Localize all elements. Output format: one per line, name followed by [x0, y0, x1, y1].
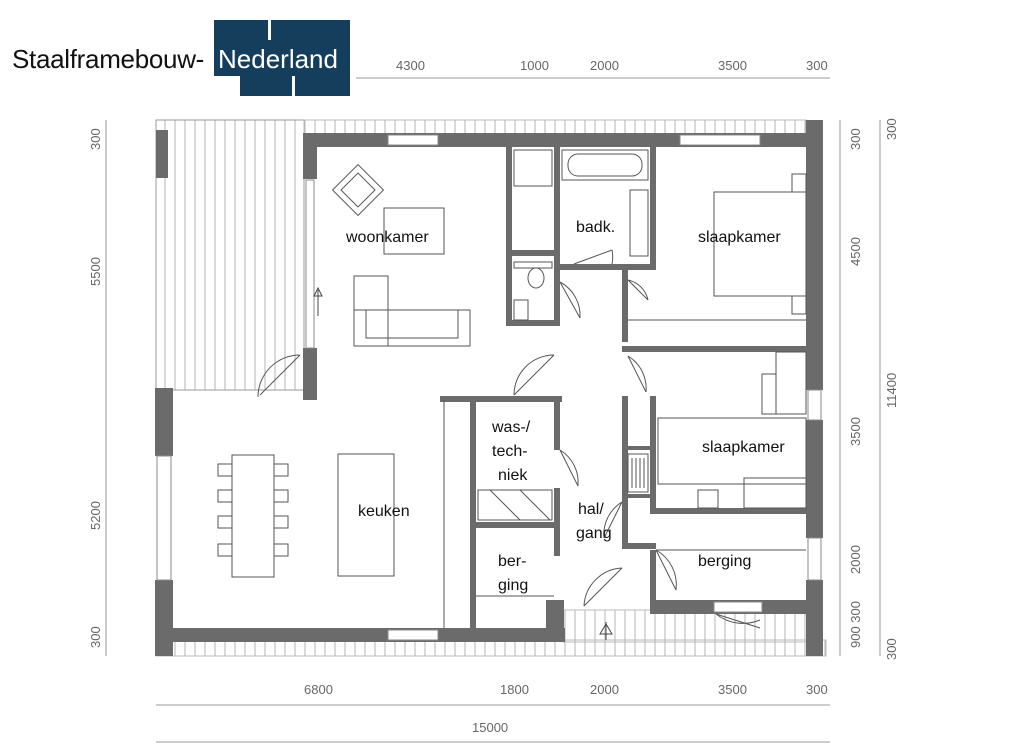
- dimension-lines: [105, 77, 881, 743]
- dim-right-4: 2000: [848, 545, 863, 574]
- exterior-walls: [155, 120, 823, 656]
- room-label-slaapkamer-mid: slaapkamer: [702, 439, 785, 456]
- utility-fixtures: [477, 489, 553, 521]
- kitchen-furniture: [217, 453, 395, 578]
- dim-right-outer-bottom: 300: [884, 638, 899, 660]
- terrace-left: [155, 119, 305, 391]
- dim-left-2: 5500: [88, 257, 103, 286]
- room-label-berging: berging: [698, 553, 751, 570]
- dim-bottom-1: 6800: [304, 682, 333, 697]
- dim-bottom-total: 15000: [472, 720, 508, 735]
- dim-left-4: 300: [88, 626, 103, 648]
- interior-lines: [443, 319, 806, 628]
- brand-logo: [214, 20, 350, 96]
- living-furniture: [331, 163, 471, 347]
- room-label-berg-line1: ber-: [498, 553, 526, 570]
- room-label-hal-line1: hal/: [578, 501, 604, 518]
- room-label-was-line3: niek: [498, 467, 528, 484]
- dim-top-3: 2000: [590, 58, 619, 73]
- dim-bottom-3: 2000: [590, 682, 619, 697]
- room-label-berg-line2: ging: [498, 577, 528, 594]
- bathroom-fixtures: [513, 149, 649, 321]
- dim-left-3: 5200: [88, 501, 103, 530]
- terrace-top: [303, 119, 807, 135]
- dim-right-5: 900 300: [848, 601, 863, 648]
- entrance-arrows: [313, 286, 613, 640]
- dim-right-total: 11400: [884, 373, 899, 408]
- dim-top-5: 300: [806, 58, 828, 73]
- room-label-was-line2: tech-: [492, 443, 528, 460]
- dim-right-1: 300: [848, 128, 863, 150]
- brand-name-right: Nederland: [218, 44, 338, 74]
- dim-right-2: 4500: [848, 237, 863, 266]
- terrace-bottom: [155, 609, 827, 657]
- room-label-was-line1: was-/: [491, 419, 531, 436]
- brand-name-left: Staalframebouw-: [12, 44, 205, 74]
- door-swings: [257, 249, 761, 629]
- dim-top-4: 3500: [718, 58, 747, 73]
- dim-bottom-4: 3500: [718, 682, 747, 697]
- bedroom-furniture: [627, 173, 807, 509]
- dim-top-2: 1000: [520, 58, 549, 73]
- interior-walls: [440, 145, 812, 630]
- dim-right-3: 3500: [848, 417, 863, 446]
- room-label-keuken: keuken: [358, 503, 410, 520]
- dim-bottom-2: 1800: [500, 682, 529, 697]
- dim-right-outer-top: 300: [884, 118, 899, 140]
- room-label-woonkamer: woonkamer: [345, 229, 429, 246]
- room-label-hal-line2: gang: [576, 525, 612, 542]
- dim-top-1: 4300: [396, 58, 425, 73]
- dim-bottom-5: 300: [806, 682, 828, 697]
- windows: [156, 134, 822, 641]
- room-label-badk: badk.: [576, 219, 615, 236]
- room-label-slaapkamer-top: slaapkamer: [698, 229, 781, 246]
- dim-left-1: 300: [88, 128, 103, 150]
